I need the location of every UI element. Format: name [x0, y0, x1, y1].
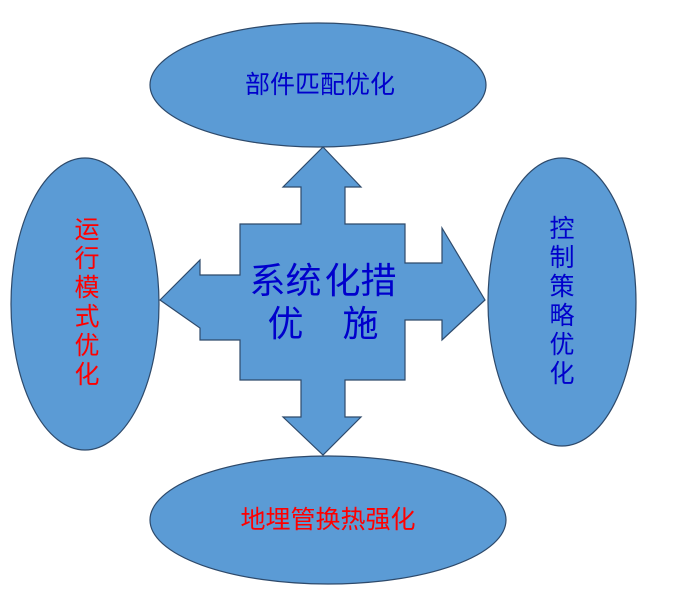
- bottom-ellipse: [149, 455, 507, 585]
- center-label-system-optimization: 系统优 化措施: [248, 248, 398, 358]
- center-label-line-1: 系统优: [249, 260, 322, 345]
- top-ellipse: [149, 22, 487, 148]
- node-label-operation-mode: 运行模式优化: [71, 215, 100, 390]
- node-label-ground-heat-exchange: 地埋管换热强化: [240, 505, 416, 534]
- center-label-line-2: 化措施: [324, 260, 397, 345]
- node-label-control-strategy: 控制策略优化: [546, 215, 575, 389]
- left-ellipse: [10, 157, 160, 451]
- center-cross-arrow: [159, 146, 486, 456]
- right-ellipse: [487, 157, 637, 447]
- node-label-component-matching: 部件匹配优化: [244, 70, 395, 99]
